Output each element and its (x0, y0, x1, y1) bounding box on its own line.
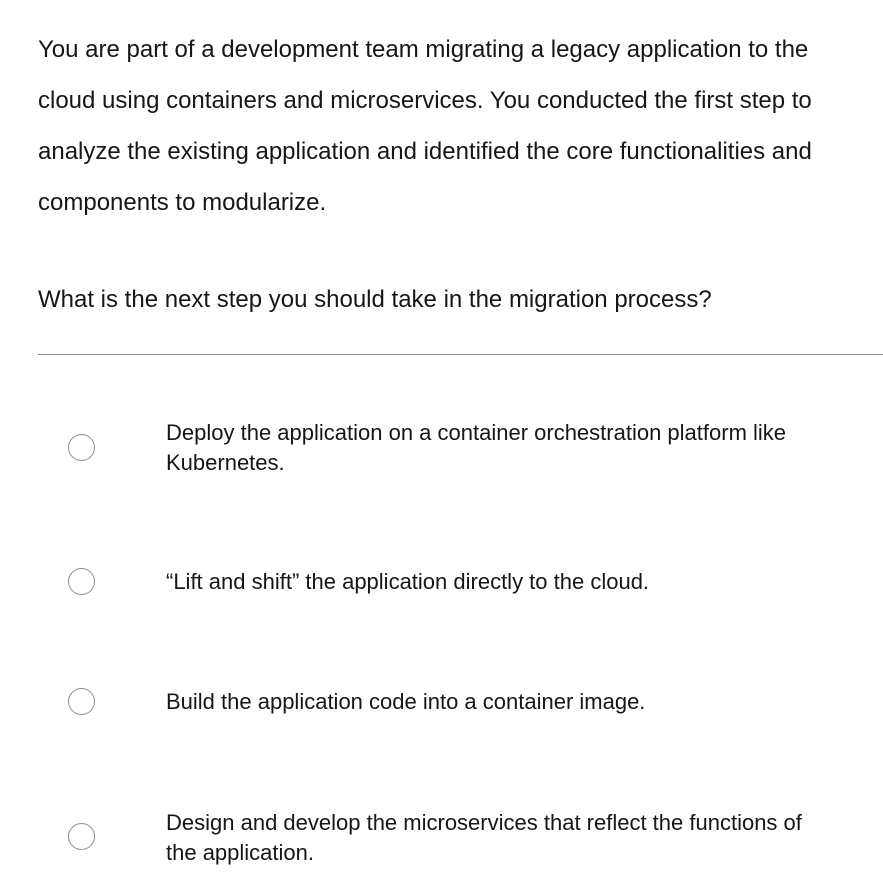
option-label: Deploy the application on a container or… (166, 420, 787, 475)
radio-button-icon[interactable] (68, 688, 95, 715)
radio-button-icon[interactable] (68, 434, 95, 461)
question-stem: You are part of a development team migra… (38, 36, 812, 216)
divider (38, 354, 883, 355)
answer-option-1[interactable]: Deploy the application on a container or… (38, 418, 883, 478)
radio-button-icon[interactable] (68, 568, 95, 595)
answer-option-3[interactable]: Build the application code into a contai… (38, 687, 883, 717)
option-label: Build the application code into a contai… (166, 689, 646, 714)
radio-button-icon[interactable] (68, 823, 95, 850)
option-label: Design and develop the microservices tha… (166, 810, 802, 865)
answer-option-4[interactable]: Design and develop the microservices tha… (38, 808, 883, 868)
option-label: “Lift and shift” the application directl… (166, 569, 650, 594)
question-prompt: What is the next step you should take in… (38, 286, 712, 313)
answer-option-2[interactable]: “Lift and shift” the application directl… (38, 567, 883, 597)
